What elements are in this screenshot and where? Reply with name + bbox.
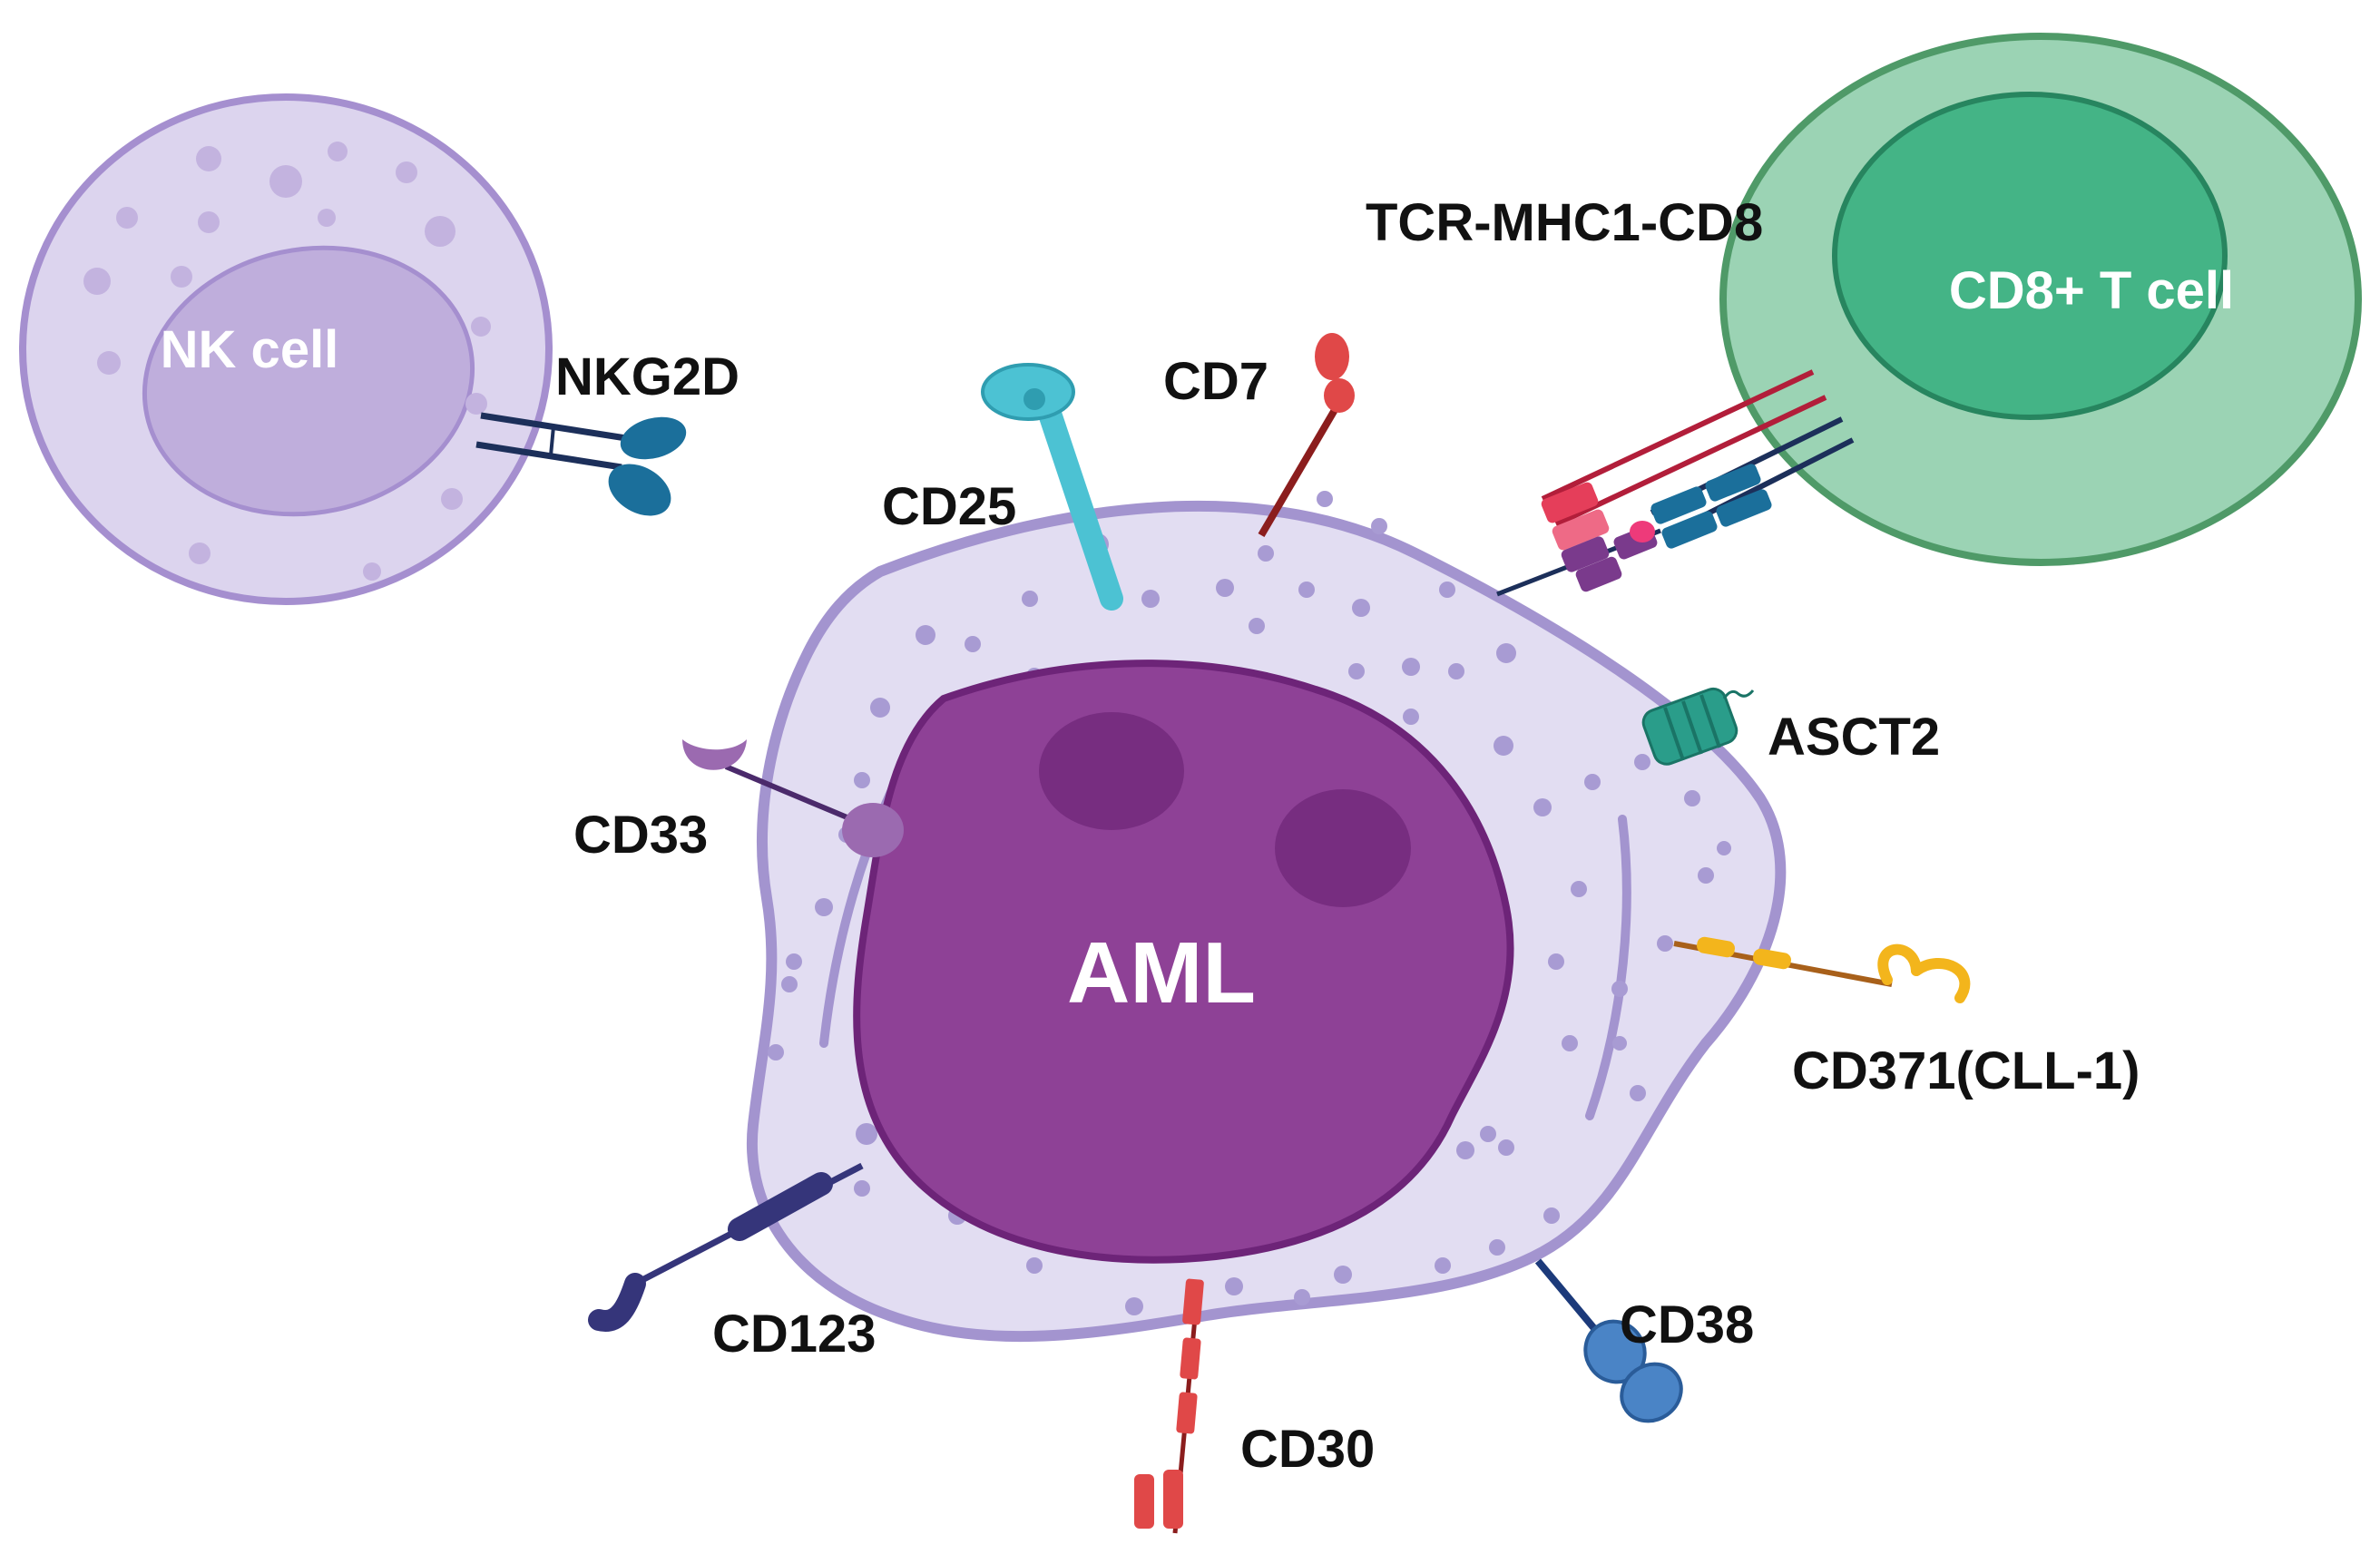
cd123-label: CD123: [712, 1305, 877, 1364]
nucleolus-2: [1275, 789, 1411, 907]
cd25-label: CD25: [882, 477, 1016, 536]
nk-cell: NK cell: [19, 93, 553, 605]
cd25-marker: [981, 363, 1123, 611]
tcr-mhc1-cd8-complex: [1496, 369, 1855, 597]
cd30-marker: [1134, 1278, 1204, 1534]
aml-label: AML: [1067, 924, 1256, 1021]
cd38-marker: [1534, 1258, 1683, 1423]
cd7-label: CD7: [1163, 352, 1268, 411]
t-cell-label: CD8+ T cell: [1949, 261, 2234, 320]
cd8-t-cell: CD8+ T cell: [1719, 33, 2362, 566]
nucleolus-1: [1039, 712, 1184, 830]
cd33-label: CD33: [573, 806, 708, 865]
cd371-marker: [1673, 936, 1971, 1003]
asct2-marker: [1641, 687, 1755, 766]
cd7-marker: [1258, 333, 1355, 538]
aml-cell: AML: [746, 491, 1787, 1343]
nkg2d-label: NKG2D: [555, 347, 739, 406]
asct2-label: ASCT2: [1768, 708, 1940, 767]
cd371-label: CD371(CLL-1): [1792, 1041, 2140, 1100]
nkg2d-receptor: [475, 412, 687, 516]
cd30-label: CD30: [1240, 1420, 1375, 1479]
cd33-marker: [682, 739, 904, 857]
cd38-label: CD38: [1620, 1295, 1754, 1354]
nk-cell-label: NK cell: [161, 320, 339, 379]
tcr-mhc1-cd8-label: TCR-MHC1-CD8: [1366, 193, 1763, 252]
nk-granules: [83, 142, 491, 581]
cd123-marker: [588, 1162, 864, 1332]
